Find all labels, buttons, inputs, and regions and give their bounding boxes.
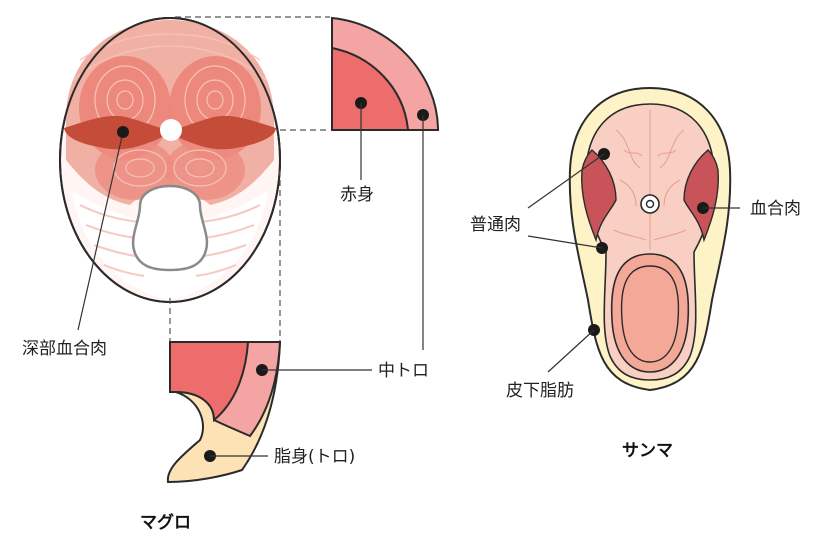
maguro-diagram: 赤身 深部血合肉 中トロ 脂身(トロ) マグロ — [22, 17, 438, 533]
sanma-cross-section — [570, 88, 730, 390]
label-futsuniku: 普通肉 — [470, 215, 521, 235]
sanma-caption: サンマ — [622, 441, 673, 461]
maguro-caption: マグロ — [140, 512, 191, 533]
maguro-upper-wedge — [332, 18, 438, 130]
label-hika-shibo: 皮下脂肪 — [506, 381, 574, 401]
label-shinbu-chiainiku: 深部血合肉 — [22, 339, 107, 359]
label-shimi: 脂身(トロ) — [274, 447, 355, 467]
maguro-lower-wedge — [168, 342, 280, 482]
sanma-diagram: 普通肉 血合肉 皮下脂肪 サンマ — [470, 88, 801, 461]
maguro-cross-section — [60, 18, 280, 302]
label-chiainiku: 血合肉 — [750, 199, 801, 219]
label-akami: 赤身 — [340, 185, 374, 205]
label-chutoro: 中トロ — [378, 361, 429, 381]
